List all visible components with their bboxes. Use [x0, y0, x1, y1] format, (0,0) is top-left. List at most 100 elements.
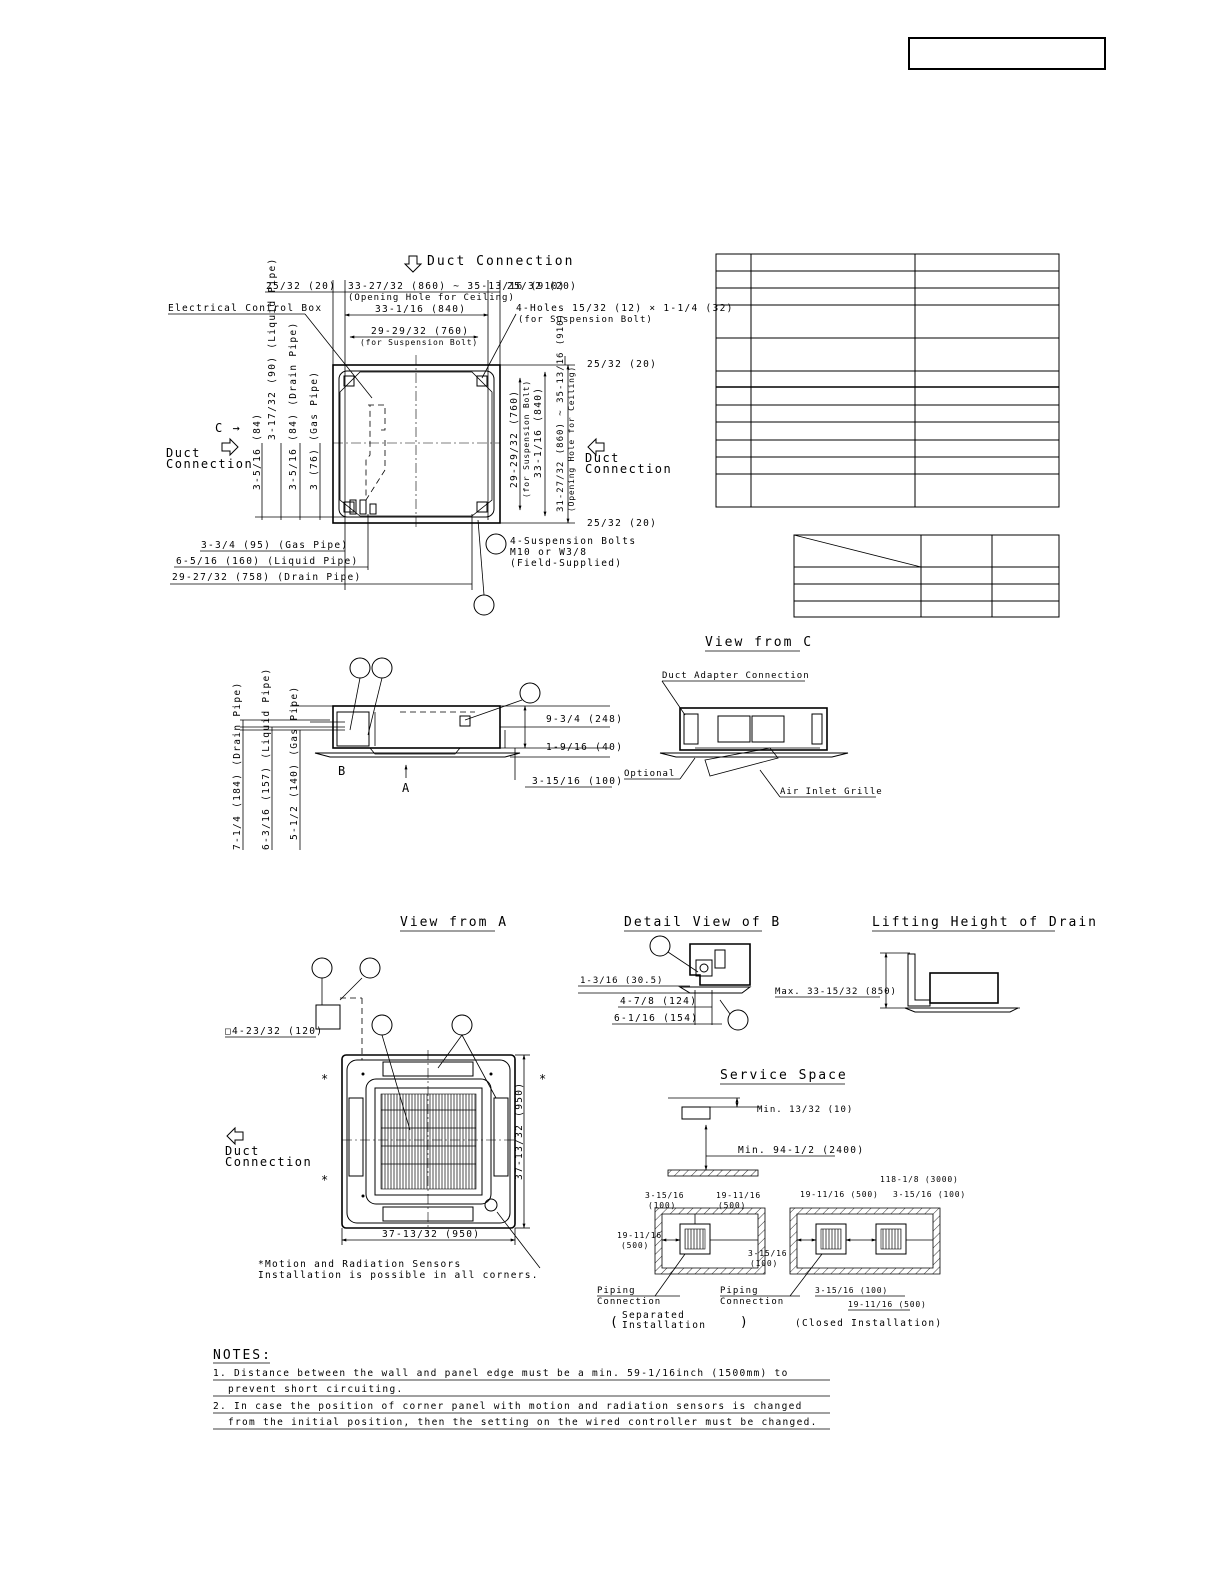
side-drain-dim: 7-1/4 (184) (Drain Pipe)	[232, 682, 243, 850]
note-line: from the initial position, then the sett…	[228, 1417, 818, 1428]
callout-circle	[485, 533, 507, 555]
sensor-asterisk: *	[321, 1173, 330, 1187]
piping-connection-label: Connection	[720, 1297, 784, 1307]
dim-label: 31-27/32 (860) ~ 35-13/16 (910)	[556, 313, 566, 512]
arrow-right-icon	[221, 437, 239, 457]
arrow-left-icon	[226, 1126, 244, 1146]
dim-label: 25/32 (20)	[266, 281, 336, 292]
dim-label: 19-11/16 (500)	[848, 1300, 927, 1309]
view-c-marker: C →	[215, 421, 241, 435]
dim-label: 4-Holes 15/32 (12) × 1-1/4 (32)	[516, 303, 734, 314]
view-from-a: View from A □4-23/32 (120)	[225, 915, 548, 1281]
dim-label: 33-27/32 (860) ~ 35-13/16 (910)	[348, 281, 566, 292]
drain-pipe-h-dim: 29-27/32 (758) (Drain Pipe)	[172, 572, 362, 583]
liquid-pipe-dim: 3-17/32 (90) (Liquid Pipe)	[267, 257, 278, 440]
sensor-asterisk: *	[321, 1072, 330, 1086]
detail-marker-b: B	[338, 764, 347, 778]
callout-circle	[727, 1009, 749, 1031]
max-drain-label: Max. 33-15/32 (850)	[775, 987, 897, 997]
duct-adapter-label: Duct Adapter Connection	[662, 671, 810, 681]
duct-connection-right: Duct	[585, 451, 620, 465]
paren-right: )	[740, 1315, 750, 1330]
piping-connection-label: Piping	[597, 1286, 636, 1296]
service-space-title: Service Space	[720, 1068, 848, 1083]
dim-label: 37-13/32 (950)	[382, 1229, 480, 1240]
duct-connection-left: Connection	[166, 457, 253, 471]
dim-label: 3-15/16 (100)	[893, 1190, 966, 1199]
electrical-control-box-label: Electrical Control Box	[168, 303, 322, 314]
dim-label: (Opening Hole for Ceiling)	[348, 293, 515, 303]
title-box	[908, 37, 1106, 70]
drain-pipe-dim: 3-5/16 (84) (Drain Pipe)	[288, 322, 299, 490]
gas-pipe-h-dim: 3-3/4 (95) (Gas Pipe)	[201, 540, 348, 551]
side-view: 9-3/4 (248) 1-9/16 (40) 3-15/16 (100) B …	[232, 657, 623, 850]
dim-label: 1-9/16 (40)	[546, 742, 623, 753]
duct-connection-top: Duct Connection	[427, 254, 574, 269]
suspension-bolts: (Field-Supplied)	[510, 558, 622, 569]
dim-label: Min. 94-1/2 (2400)	[738, 1145, 864, 1156]
callout-circle	[371, 657, 393, 679]
notes: NOTES: 1. Distance between the wall and …	[213, 1348, 830, 1430]
side-liquid-dim: 6-3/16 (157) (Liquid Pipe)	[261, 667, 272, 850]
dim-label: 3-5/16 (84)	[252, 413, 263, 490]
duct-connection-a: Duct	[225, 1144, 260, 1158]
parts-table	[715, 253, 1060, 508]
note-line: 1. Distance between the wall and panel e…	[213, 1368, 789, 1379]
piping-connection-label: Piping	[720, 1286, 759, 1296]
dim-label: (500)	[621, 1241, 649, 1250]
optional-label: Optional	[624, 769, 675, 779]
dim-label: Min. 13/32 (10)	[757, 1105, 853, 1115]
dim-label: (for Suspension Bolt)	[522, 380, 531, 498]
lifting-height-drain: Lifting Height of Drain Max. 33-15/32 (8…	[775, 915, 1098, 1013]
view-from-a-title: View from A	[400, 915, 508, 930]
dim-label: 9-3/4 (248)	[546, 714, 623, 725]
callout-circle	[473, 594, 495, 616]
dim-label: (for Suspension Bolt)	[360, 338, 478, 347]
dim-label: (500)	[718, 1201, 746, 1210]
view-from-c-title: View from C	[705, 635, 813, 650]
duct-connection-right: Connection	[585, 462, 672, 476]
paren-left: (	[610, 1315, 620, 1330]
separated-installation: Installation	[622, 1320, 706, 1331]
arrow-down-icon	[403, 255, 423, 273]
service-space: Service Space Min. 13/32 (10) Min. 94-1/…	[597, 1068, 966, 1331]
dim-label: □4-23/32 (120)	[225, 1026, 323, 1037]
callout-circle	[359, 957, 381, 979]
duct-connection-left: Duct	[166, 446, 201, 460]
suspension-bolts: M10 or W3/8	[510, 547, 587, 558]
lifting-height-title: Lifting Height of Drain	[872, 915, 1098, 930]
callout-circle	[311, 957, 333, 979]
dim-label: 3-15/16	[645, 1191, 684, 1200]
side-gas-dim: 5-1/2 (140) (Gas Pipe)	[289, 686, 300, 840]
air-inlet-grille-label: Air Inlet Grille	[780, 787, 883, 797]
top-plan-view: Duct Connection 25/32 (20) 33-27/32 (860…	[166, 254, 734, 616]
detail-view-b: Detail View of B 1-3/16 (30.5) 4-7/8 (12…	[578, 915, 781, 1031]
dim-label: 19-11/16	[716, 1191, 761, 1200]
dim-label: 33-1/16 (840)	[533, 387, 544, 478]
arrow-left-icon	[587, 437, 605, 457]
dim-label: 29-29/32 (760)	[509, 390, 520, 488]
callout-circle	[519, 682, 541, 704]
callout-circle	[371, 1014, 393, 1036]
note-line: prevent short circuiting.	[228, 1384, 404, 1395]
dim-label: 25/32 (20)	[587, 518, 657, 529]
notes-title: NOTES:	[213, 1348, 272, 1363]
dim-label: 118-1/8 (3000)	[880, 1175, 959, 1184]
callout-circle	[349, 657, 371, 679]
dim-label: (Opening Hole for Ceiling)	[567, 366, 576, 512]
sensor-asterisk: *	[539, 1072, 548, 1086]
dim-label: 3-15/16 (100)	[815, 1286, 888, 1295]
liquid-pipe-h-dim: 6-5/16 (160) (Liquid Pipe)	[176, 556, 359, 567]
closed-installation: (Closed Installation)	[795, 1318, 942, 1329]
dim-label: 4-7/8 (124)	[620, 996, 697, 1007]
sensors-note: Installation is possible in all corners.	[258, 1270, 539, 1281]
dim-label: 25/32 (20)	[587, 359, 657, 370]
dim-label: (100)	[648, 1201, 676, 1210]
dim-label: 19-11/16 (500)	[800, 1190, 879, 1199]
model-table	[793, 534, 1060, 618]
detail-view-b-title: Detail View of B	[624, 915, 781, 930]
dim-label: 33-1/16 (840)	[375, 304, 466, 315]
callout-circle	[649, 935, 671, 957]
note-line: 2. In case the position of corner panel …	[213, 1401, 803, 1412]
